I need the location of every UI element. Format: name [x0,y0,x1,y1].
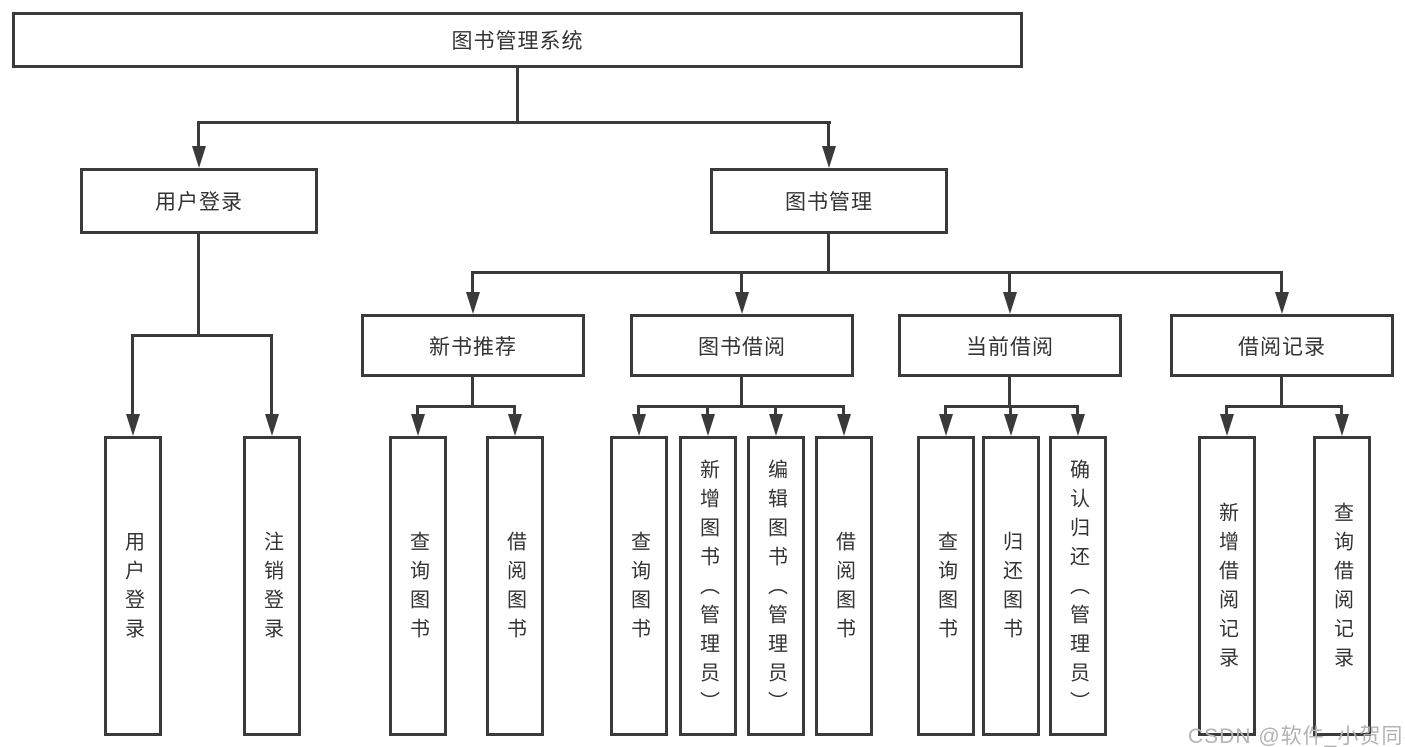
connector-line [1340,405,1343,417]
connector-line [637,405,640,417]
arrowhead [837,414,851,436]
connector-line [1280,377,1283,408]
connector-line [416,405,516,408]
connector-line [740,271,743,295]
connector-line [131,334,273,337]
node-leaf-query-books-3: 查询图书 [917,436,975,736]
arrowhead [1003,292,1017,314]
connector-line [513,405,516,417]
node-leaf-confirm-return-admin: 确认归还（管理员） [1049,436,1107,736]
arrowhead [701,414,715,436]
connector-line [516,66,519,124]
node-leaf-logout: 注销登录 [243,436,301,736]
node-book-management: 图书管理 [710,168,948,234]
connector-line [471,377,474,408]
connector-line [827,234,830,274]
node-leaf-borrow-books-2: 借阅图书 [815,436,873,736]
node-new-book-recommend: 新书推荐 [361,314,585,377]
connector-line [842,405,845,417]
connector-line [1009,405,1012,417]
node-leaf-add-borrow-record: 新增借阅记录 [1198,436,1256,736]
node-leaf-borrow-books-1: 借阅图书 [486,436,544,736]
connector-line [1076,405,1079,417]
connector-line [1280,271,1283,295]
connector-line [827,121,830,149]
csdn-watermark: CSDN @软件_小贺同学 [1188,725,1405,747]
node-book-borrowing: 图书借阅 [630,314,854,377]
node-leaf-edit-books-admin: 编辑图书（管理员） [747,436,805,736]
arrowhead [265,414,279,436]
arrowhead [632,414,646,436]
node-leaf-user-login: 用户登录 [104,436,162,736]
connector-line [774,405,777,417]
arrowhead [1220,414,1234,436]
connector-line [740,377,743,408]
arrowhead [939,414,953,436]
arrowhead [411,414,425,436]
arrowhead [822,146,836,168]
arrowhead [1275,292,1289,314]
arrowhead [769,414,783,436]
connector-line [197,121,831,124]
node-leaf-query-borrow-record: 查询借阅记录 [1313,436,1371,736]
node-borrow-records: 借阅记录 [1170,314,1394,377]
arrowhead [735,292,749,314]
arrowhead [192,146,206,168]
connector-line [1225,405,1343,408]
connector-line [197,121,200,149]
arrowhead [1071,414,1085,436]
arrowhead [126,414,140,436]
node-leaf-return-books: 归还图书 [982,436,1040,736]
connector-line [1008,271,1011,295]
connector-line [197,234,200,336]
node-user-login: 用户登录 [80,168,318,234]
arrowhead [1335,414,1349,436]
arrowhead [466,292,480,314]
connector-line [471,271,1283,274]
connector-line [944,405,947,417]
connector-line [637,405,845,408]
connector-line [416,405,419,417]
connector-line [1225,405,1228,417]
node-leaf-add-books-admin: 新增图书（管理员） [679,436,737,736]
node-leaf-query-books-1: 查询图书 [389,436,447,736]
connector-line [1008,377,1011,408]
arrowhead [508,414,522,436]
node-leaf-query-books-2: 查询图书 [610,436,668,736]
connector-line [706,405,709,417]
connector-line [270,334,273,418]
connector-line [131,334,134,418]
connector-line [471,271,474,295]
arrowhead [1004,414,1018,436]
node-current-borrowing: 当前借阅 [898,314,1122,377]
node-library-management-system: 图书管理系统 [12,12,1023,68]
